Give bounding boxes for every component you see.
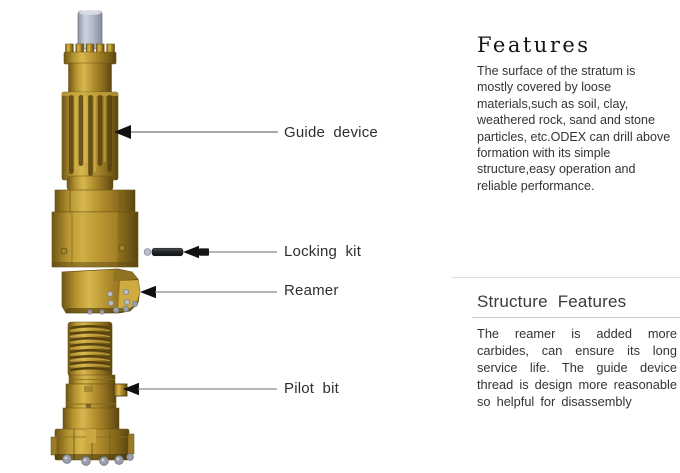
label-locking-kit: Locking kit	[284, 243, 362, 260]
features-body: The surface of the stratum is mostly cov…	[477, 64, 671, 193]
heading-underline	[472, 317, 680, 318]
structure-features-heading: Structure Features	[477, 292, 627, 311]
structure-features-body: The reamer is added more carbides, can e…	[477, 326, 677, 409]
label-pilot-bit: Pilot bit	[284, 380, 339, 397]
label-guide-device: Guide device	[284, 124, 378, 141]
features-heading: Features	[477, 33, 591, 57]
reamer-part	[61, 268, 141, 315]
locking-kit-part	[143, 247, 184, 257]
label-reamer: Reamer	[284, 282, 339, 299]
guide-device-part	[51, 43, 139, 268]
shank-part	[77, 10, 103, 50]
leader-reamer	[140, 285, 277, 299]
leader-locking-kit	[183, 245, 277, 259]
drill-assembly-illustration	[50, 10, 278, 466]
pilot-bit-part	[50, 321, 135, 466]
leader-pilot-bit	[123, 382, 277, 396]
leader-guide-device	[114, 125, 278, 139]
section-divider	[452, 277, 680, 278]
